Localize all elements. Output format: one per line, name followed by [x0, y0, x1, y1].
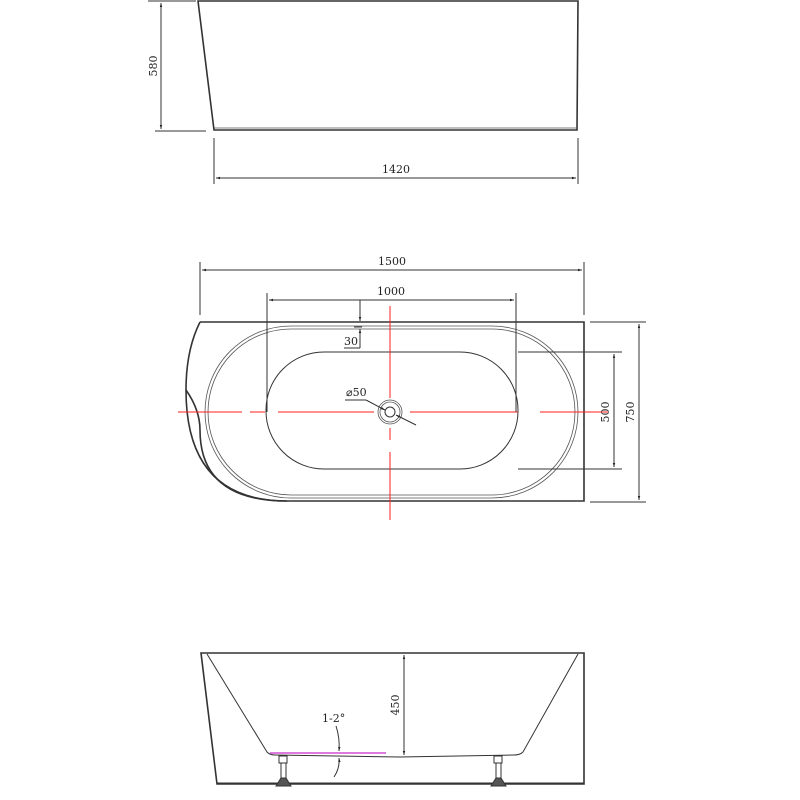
drain-diameter-label: ⌀50	[346, 386, 367, 399]
rim-offset-dimension-label: 30	[344, 335, 358, 348]
top-view: ⌀50 1500 1000 30 500 750	[178, 255, 646, 520]
depth-dimension-label: 450	[389, 695, 402, 716]
overall-width-dimension-label: 750	[624, 402, 637, 423]
foot-right	[490, 755, 507, 787]
slope-angle-label: 1-2°	[322, 712, 345, 725]
drain-icon	[384, 406, 396, 418]
overall-length-dimension-label: 1500	[378, 255, 406, 268]
tub-section-outline	[200, 652, 585, 785]
drain-leader-line	[365, 399, 386, 411]
slope-angle-arrow-bottom	[333, 757, 341, 778]
slope-angle-arrow-top	[335, 725, 341, 752]
inner-width-dimension-label: 500	[599, 402, 612, 423]
basin-section-outline	[206, 653, 579, 758]
drain-outer-ring	[377, 399, 403, 425]
basin-outline	[265, 351, 519, 470]
inner-length-dimension-label: 1000	[377, 285, 405, 298]
side-view: 580 1420	[147, 0, 579, 184]
tub-side-outline	[197, 0, 579, 131]
foot-left	[275, 755, 292, 787]
section-view: 450 1-2°	[200, 652, 585, 787]
height-dimension-label: 580	[147, 56, 160, 77]
base-length-dimension-label: 1420	[382, 163, 410, 176]
